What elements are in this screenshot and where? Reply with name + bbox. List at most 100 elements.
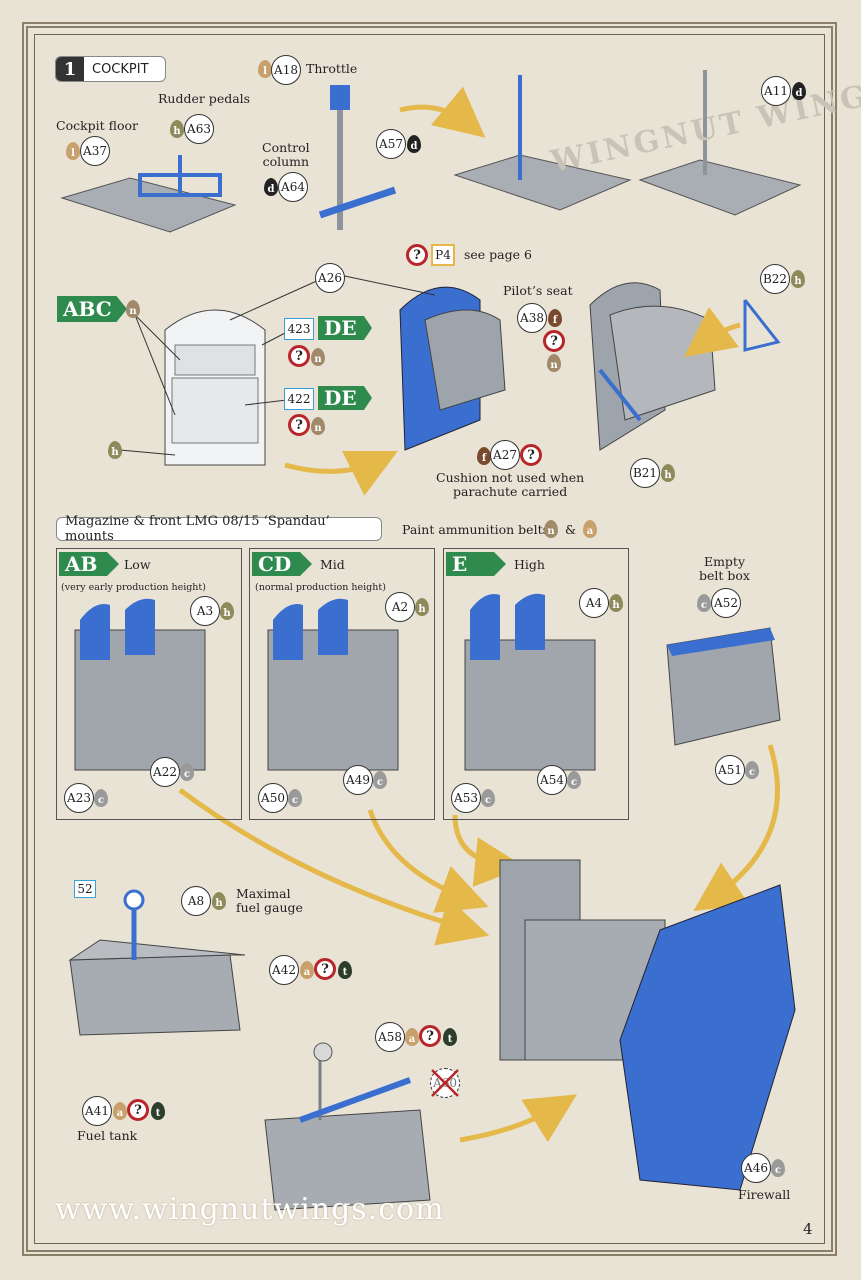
reference-icon: ? (543, 330, 565, 352)
part-a23: A23 (64, 783, 94, 813)
reference-icon: ? (127, 1099, 149, 1121)
part-a58: A58 (375, 1022, 405, 1052)
part-b21: B21 (630, 458, 660, 488)
label-mid-note: (normal production height) (255, 582, 386, 593)
brace-part-b22 (743, 299, 781, 352)
decal-52: 52 (74, 880, 96, 898)
paint-d: d (792, 82, 806, 100)
label-rudder-pedals: Rudder pedals (158, 91, 251, 106)
part-a26: A26 (315, 263, 345, 293)
paint-t: t (151, 1102, 165, 1120)
label-fuel-tank: Fuel tank (77, 1128, 138, 1143)
part-a50: A50 (258, 783, 288, 813)
paint-h: h (170, 120, 184, 138)
label-paint-belts: Paint ammunition belts (402, 522, 550, 537)
reference-icon: ? (314, 958, 336, 980)
paint-c: c (697, 594, 711, 612)
part-a64: A64 (278, 172, 308, 202)
floor-assembly-2 (638, 70, 802, 216)
paint-d: d (264, 178, 278, 196)
paint-h: h (609, 594, 623, 612)
paint-f: f (548, 309, 562, 327)
label-control-column: Control column (262, 140, 310, 169)
control-column-illustration (318, 85, 397, 230)
paint-a: a (405, 1028, 419, 1046)
paint-l: l (258, 60, 272, 78)
option-tag-de: DE (318, 386, 372, 410)
step-title: COCKPIT (92, 61, 149, 77)
paint-d: d (407, 135, 421, 153)
part-p4: P4 (431, 244, 455, 266)
page-border (22, 22, 837, 1256)
option-tag-ab: AB (59, 552, 119, 576)
part-a2: A2 (385, 592, 415, 622)
part-a46: A46 (741, 1153, 771, 1183)
label-firewall: Firewall (738, 1187, 791, 1202)
paint-c: c (94, 789, 108, 807)
part-b22: B22 (760, 264, 790, 294)
empty-belt-box-illustration (666, 627, 781, 746)
label-mid: Mid (320, 557, 345, 572)
part-a8: A8 (181, 886, 211, 916)
paint-h: h (415, 598, 429, 616)
part-a41: A41 (82, 1096, 112, 1126)
paint-n: n (311, 348, 325, 366)
label-cushion-note: Cushion not used when parachute carried (436, 470, 585, 499)
part-a27: A27 (490, 440, 520, 470)
part-a42: A42 (269, 955, 299, 985)
label-low: Low (124, 557, 151, 572)
seat-assembly-2 (589, 282, 716, 451)
option-box-mid (249, 548, 435, 820)
part-a51: A51 (715, 755, 745, 785)
mount-mid-illustration (267, 598, 399, 771)
step-number: 1 (56, 57, 84, 81)
part-a57: A57 (376, 129, 406, 159)
final-assembly-illustration (499, 859, 796, 1191)
part-a11: A11 (761, 76, 791, 106)
paint-c: c (180, 763, 194, 781)
paint-c: c (481, 789, 495, 807)
page-number: 4 (803, 1220, 813, 1238)
fuel-tank-illustration (68, 889, 246, 1036)
paint-h: h (212, 892, 226, 910)
label-maximal-fuel-gauge: Maximal fuel gauge (236, 886, 303, 915)
option-tag-de: DE (318, 316, 372, 340)
seat-back-panel (164, 309, 266, 466)
reference-icon: ? (288, 345, 310, 367)
paint-a: a (300, 961, 314, 979)
page-inner-border (34, 34, 825, 1244)
label-low-note: (very early production height) (61, 582, 206, 593)
paint-n: n (544, 520, 558, 538)
not-used-cross-icon (431, 1069, 459, 1097)
paint-n: n (126, 300, 140, 318)
section-header-magazine: Magazine & front LMG 08/15 ‘Spandau’ mou… (56, 514, 382, 544)
option-tag-cd: CD (252, 552, 312, 576)
seat-assembly-1 (399, 286, 506, 451)
paint-h: h (220, 602, 234, 620)
label-see-page: see page 6 (464, 247, 532, 262)
part-a53: A53 (451, 783, 481, 813)
paint-c: c (567, 771, 581, 789)
part-a54: A54 (537, 765, 567, 795)
mount-low-illustration (74, 598, 206, 771)
option-box-high (443, 548, 629, 820)
reference-icon: ? (288, 414, 310, 436)
paint-f: f (477, 447, 491, 465)
label-empty-belt-box: Empty belt box (699, 554, 750, 583)
paint-c: c (771, 1159, 785, 1177)
part-a63: A63 (184, 114, 214, 144)
decal-422: 422 (284, 388, 314, 410)
part-a18: A18 (271, 55, 301, 85)
floor-assembly-1 (453, 75, 632, 211)
paint-h: h (661, 464, 675, 482)
part-a38: A38 (517, 303, 547, 333)
part-a22: A22 (150, 757, 180, 787)
paint-t: t (338, 961, 352, 979)
paint-t: t (443, 1028, 457, 1046)
decal-423: 423 (284, 318, 314, 340)
paint-n: n (311, 417, 325, 435)
label-cockpit-floor: Cockpit floor (56, 118, 139, 133)
website-watermark: www.wingnutwings.com (55, 1192, 445, 1227)
part-a4: A4 (579, 588, 609, 618)
